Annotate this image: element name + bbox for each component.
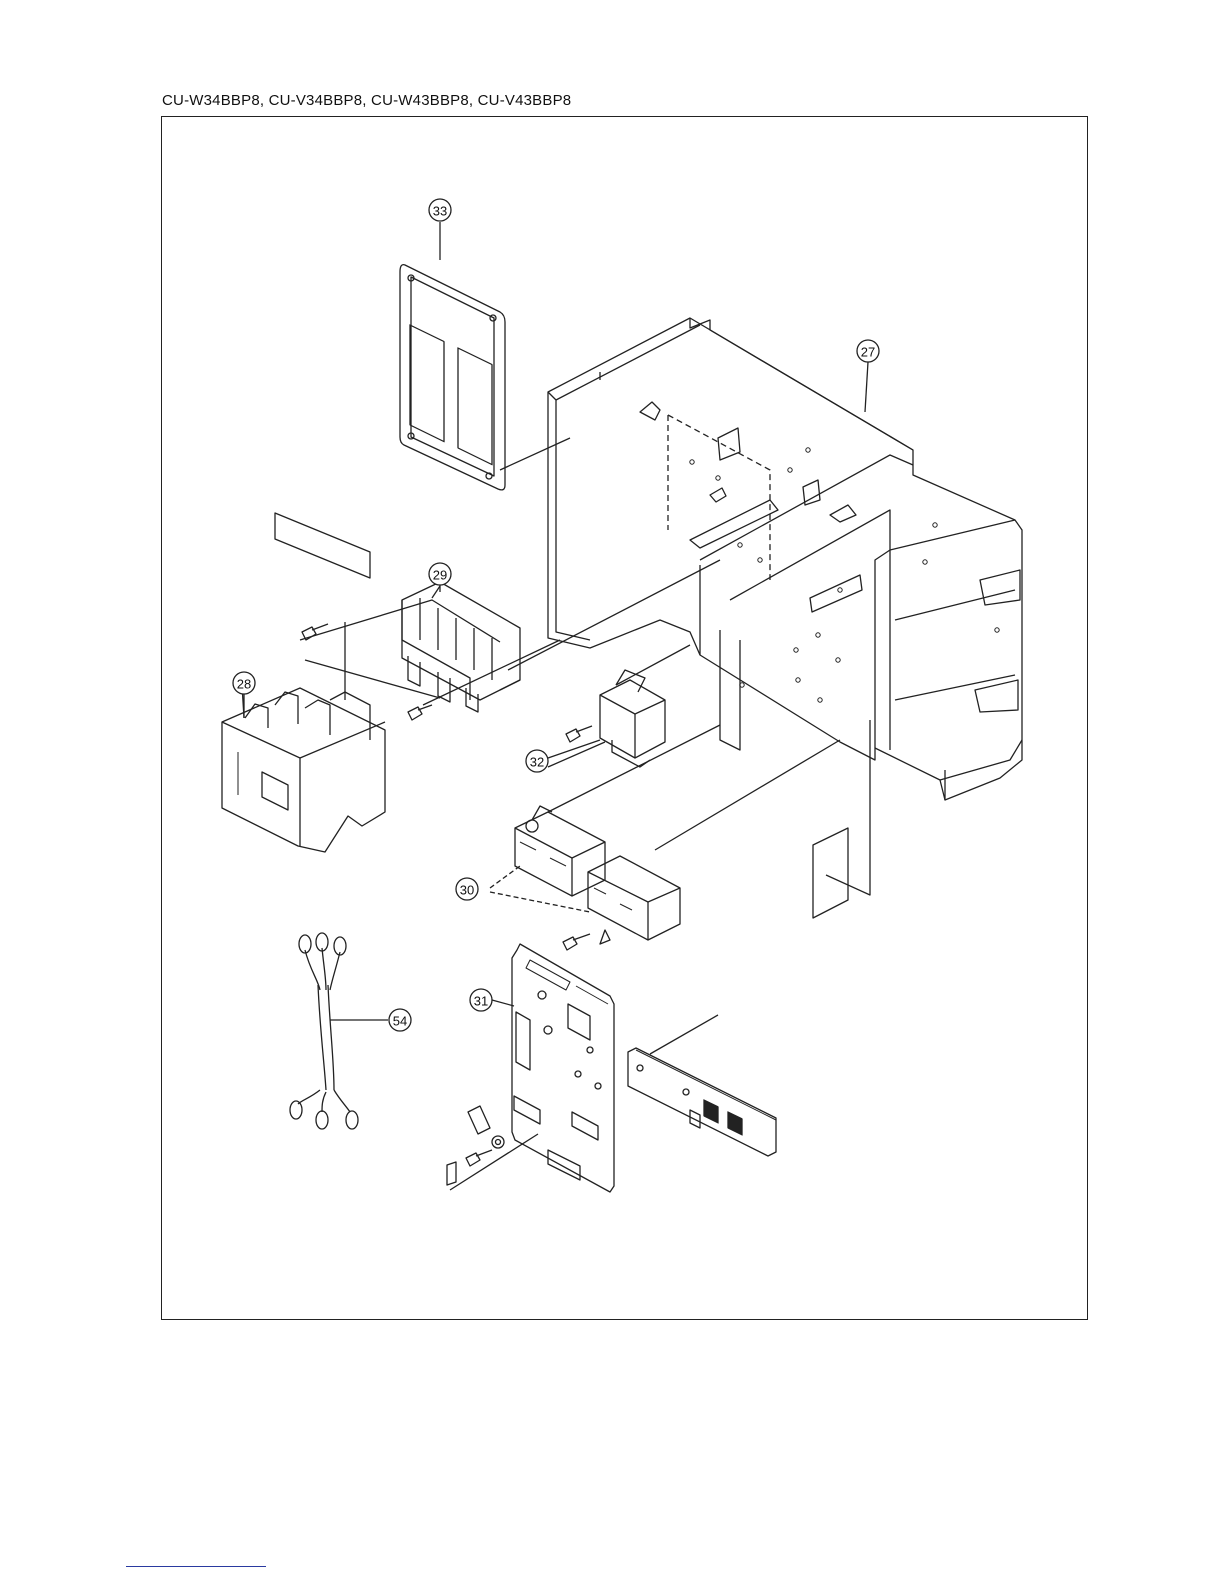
- part-33-cover-plate: [400, 265, 570, 490]
- model-header: CU-W34BBP8, CU-V34BBP8, CU-W43BBP8, CU-V…: [162, 92, 571, 109]
- part-27-control-box: [548, 318, 1022, 800]
- screw-lower: [563, 934, 590, 950]
- exploded-parts-diagram: 33 27 29 28 32 30 31 54: [161, 116, 1088, 1320]
- part-29-terminal-board: [300, 560, 720, 712]
- callout-33: 33: [429, 199, 451, 221]
- label-strip: [275, 513, 370, 578]
- svg-text:31: 31: [474, 994, 488, 1009]
- screw-center: [566, 726, 592, 742]
- svg-text:32: 32: [530, 755, 544, 770]
- svg-text:33: 33: [433, 204, 447, 219]
- sticker-label: [813, 720, 870, 918]
- part-54-wire-harness: [290, 933, 388, 1129]
- svg-text:28: 28: [237, 677, 251, 692]
- indicator-board: [628, 1015, 776, 1156]
- callout-31: 31: [470, 989, 492, 1011]
- callout-27: 27: [857, 340, 879, 362]
- callout-30: 30: [456, 878, 478, 900]
- callout-28: 28: [233, 672, 255, 694]
- footer-link-underline: [126, 1566, 266, 1567]
- part-32-transformer: [548, 645, 690, 767]
- part-28-contactor: [222, 685, 385, 852]
- svg-text:29: 29: [433, 568, 447, 583]
- svg-text:27: 27: [861, 345, 875, 360]
- screw-middle-left: [408, 705, 432, 720]
- svg-text:54: 54: [393, 1014, 407, 1029]
- callout-32: 32: [526, 750, 548, 772]
- part-31-control-pcb: [447, 944, 614, 1192]
- svg-text:30: 30: [460, 883, 474, 898]
- callout-29: 29: [429, 563, 451, 585]
- callout-54: 54: [389, 1009, 411, 1031]
